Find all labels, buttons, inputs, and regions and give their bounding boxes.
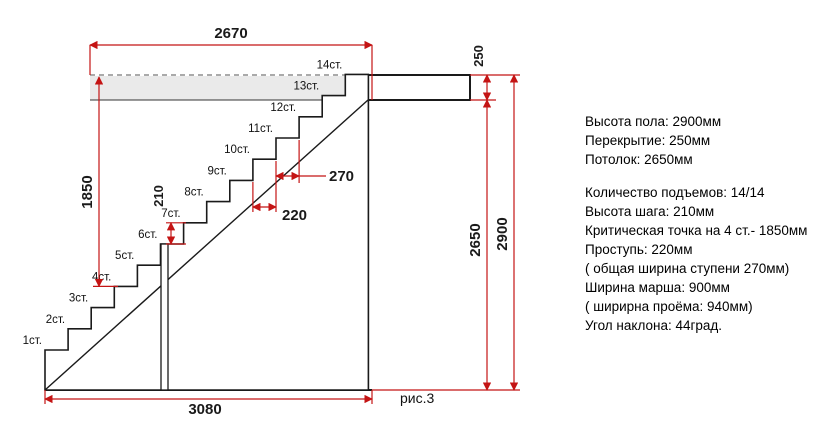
step-label: 7ст. bbox=[161, 208, 180, 220]
staircase-outline bbox=[44, 73, 370, 391]
dim-top-width: 2670 bbox=[89, 25, 373, 100]
dim-tread-depth-value: 220 bbox=[282, 207, 307, 224]
support-post bbox=[160, 243, 169, 391]
step-label: 10ст. bbox=[224, 144, 250, 156]
dim-ceiling-height: 2650 bbox=[467, 99, 492, 391]
spec-line-critical-point: Критическая точка на 4 ст.- 1850мм bbox=[585, 223, 808, 238]
dim-step-rise-value: 210 bbox=[151, 185, 166, 207]
dim-slab-thickness-value: 250 bbox=[471, 45, 486, 67]
spec-line-slab: Перекрытие: 250мм bbox=[585, 133, 711, 148]
dim-total-run-value: 3080 bbox=[188, 401, 221, 418]
step-label: 12ст. bbox=[270, 102, 296, 114]
dim-slab-thickness: 250 bbox=[470, 45, 496, 101]
spec-line-step-width: ( общая ширина ступени 270мм) bbox=[585, 261, 790, 276]
dim-critical-height: 1850 bbox=[79, 76, 118, 288]
dim-step-total-width-value: 270 bbox=[329, 168, 354, 185]
stringer-line bbox=[44, 99, 369, 391]
step-label: 8ст. bbox=[184, 187, 203, 199]
step-label: 5ст. bbox=[115, 250, 134, 262]
step-label: 2ст. bbox=[46, 314, 65, 326]
spec-line-rises: Количество подъемов: 14/14 bbox=[585, 185, 765, 200]
dim-step-total-width: 270 bbox=[275, 140, 354, 185]
step-label: 1ст. bbox=[23, 335, 42, 347]
spec-line-angle: Угол наклона: 44град. bbox=[585, 318, 723, 333]
dim-total-run: 3080 bbox=[44, 390, 373, 418]
dim-ceiling-height-value: 2650 bbox=[467, 223, 484, 256]
dim-step-rise: 210 bbox=[151, 185, 186, 245]
spec-line-step-rise: Высота шага: 210мм bbox=[585, 204, 715, 219]
step-labels: 1ст. 2ст. 3ст. 4ст. 5ст. 6ст. 7ст. 8ст. … bbox=[23, 59, 343, 347]
spec-line-tread: Проступь: 220мм bbox=[585, 242, 693, 257]
step-label: 11ст. bbox=[248, 123, 273, 135]
step-label: 3ст. bbox=[69, 293, 88, 305]
dim-top-width-value: 2670 bbox=[214, 25, 247, 42]
dim-floor-height-value: 2900 bbox=[494, 217, 511, 250]
spec-line-opening-width: ( ширирна проёма: 940мм) bbox=[585, 299, 753, 314]
spec-line-floor-height: Высота пола: 2900мм bbox=[585, 114, 722, 129]
spec-line-flight-width: Ширина марша: 900мм bbox=[585, 280, 730, 295]
spec-line-ceiling: Потолок: 2650мм bbox=[585, 152, 693, 167]
step-label: 4ст. bbox=[92, 271, 111, 283]
step-label: 13ст. bbox=[293, 81, 319, 93]
step-label: 6ст. bbox=[138, 229, 157, 241]
step-label: 9ст. bbox=[207, 165, 226, 177]
step-label: 14ст. bbox=[317, 59, 343, 71]
info-panel: Высота пола: 2900мм Перекрытие: 250мм По… bbox=[585, 112, 807, 335]
floor-slab bbox=[367, 74, 471, 101]
dim-tread-depth: 220 bbox=[252, 161, 307, 224]
dim-critical-height-value: 1850 bbox=[79, 175, 96, 208]
figure-caption: рис.3 bbox=[400, 390, 434, 406]
dim-floor-height: 2900 bbox=[372, 74, 520, 391]
